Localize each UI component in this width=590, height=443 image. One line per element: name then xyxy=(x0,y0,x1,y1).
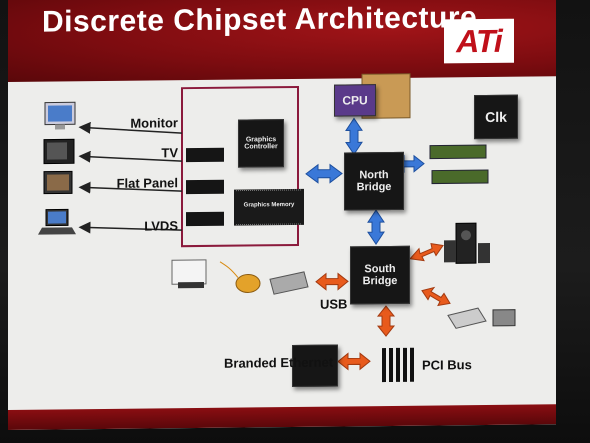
clk-label: Clk xyxy=(485,108,507,126)
flat-panel-arrow xyxy=(78,181,183,194)
memory-sticks-icon xyxy=(429,144,489,185)
monitor-encoder-chip xyxy=(186,147,224,163)
slide: Discrete Chipset Architecture ATi xyxy=(8,0,556,431)
clk-chip: Clk xyxy=(474,94,518,140)
drives-icon xyxy=(447,307,516,329)
laptop-icon xyxy=(38,208,76,235)
graphics-subsystem-box xyxy=(181,85,299,248)
pci-arrow xyxy=(376,305,396,337)
speakers-icon xyxy=(444,222,490,264)
pci-bus-label: PCI Bus xyxy=(422,357,472,373)
ethernet-arrow xyxy=(337,352,371,371)
lvds-label: LVDS xyxy=(144,218,178,234)
flat-panel-icon xyxy=(43,170,73,195)
north-bridge-chip: North Bridge xyxy=(344,151,404,211)
usb-arrow xyxy=(315,272,349,291)
graphics-memory-label: Graphics Memory xyxy=(243,202,295,209)
cpu-nb-arrow xyxy=(345,117,363,156)
scanner-icon xyxy=(269,271,309,295)
south-bridge-chip: South Bridge xyxy=(350,245,410,305)
lvds-encoder-chip xyxy=(186,211,224,227)
branded-ethernet-label: Branded Ethernet xyxy=(224,354,334,371)
flat-panel-label: Flat Panel xyxy=(116,175,178,191)
cpu-chip: CPU xyxy=(334,84,376,117)
usb-label: USB xyxy=(320,296,348,312)
cpu-label: CPU xyxy=(342,93,368,108)
lvds-arrow xyxy=(78,221,183,234)
tv-arrow xyxy=(78,150,183,163)
tv-icon xyxy=(43,138,75,165)
tv-label: TV xyxy=(161,145,178,161)
storage-arrow xyxy=(421,286,451,307)
mouse-icon xyxy=(219,261,261,293)
nb-sb-arrow xyxy=(367,209,385,246)
graphics-memory-text: Graphics Memory xyxy=(240,197,298,214)
audio-arrow xyxy=(409,242,444,262)
graphics-nb-arrow xyxy=(305,163,343,184)
graphics-controller-label: Graphics Controller xyxy=(244,136,278,151)
north-bridge-label: North Bridge xyxy=(356,169,392,194)
tv-encoder-chip xyxy=(186,179,224,195)
pci-slots-icon xyxy=(382,347,414,383)
south-bridge-label: South Bridge xyxy=(362,262,398,288)
monitor-icon xyxy=(44,101,76,130)
graphics-memory-chip xyxy=(234,188,304,226)
graphics-controller-chip: Graphics Controller xyxy=(238,119,284,168)
monitor-arrow xyxy=(78,121,183,134)
monitor-label: Monitor xyxy=(130,115,178,131)
printer-icon xyxy=(171,259,207,289)
